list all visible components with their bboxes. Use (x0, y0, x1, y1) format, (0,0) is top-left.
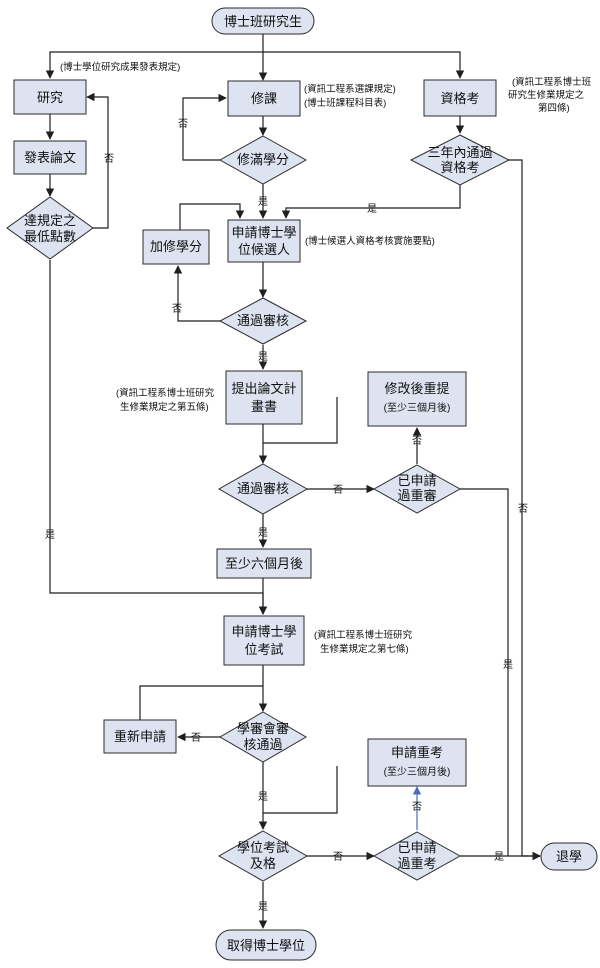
extra-credits-label: 加修學分 (150, 239, 202, 254)
course-box: 修課 (227, 80, 301, 117)
exam-pass-label-1: 學位考試 (237, 840, 289, 855)
label-yes-credits: 是 (258, 196, 268, 208)
extra-credits-box: 加修學分 (142, 229, 210, 265)
apply-exam-box: 申請博士學 位考試 (223, 615, 305, 666)
note-qual-rule-2: 研究生修業規定之 (508, 89, 585, 101)
rule-notes: (博士學位研究成果發表規定) (資訊工程系選課規定) (博士班課程科目表) (資… (60, 61, 592, 655)
reapply-box: 重新申請 (103, 719, 177, 754)
note-course-rule-1: (資訊工程系選課規定) (304, 83, 396, 95)
revise-box: 修改後重提 (至少三個月後) (367, 371, 467, 427)
label-yes-reapplied2: 是 (494, 851, 504, 863)
exam-pass-label-2: 及格 (250, 856, 276, 871)
retake-label-1: 申請重考 (391, 745, 443, 760)
qual-pass-label-1: 三年內通過 (427, 145, 492, 160)
note-course-rule-2: (博士班課程科目表) (304, 97, 386, 109)
review2-label: 通過審核 (237, 481, 289, 496)
apply-candidate-label-1: 申請博士學 (231, 225, 296, 240)
expel-label: 退學 (556, 849, 582, 864)
reapplied2-label-2: 過重考 (397, 856, 436, 871)
meet-min-label-1: 達規定之 (24, 213, 76, 228)
course-label: 修課 (251, 91, 277, 106)
note-exam-rule-2: 生修業規定之第七條) (320, 643, 409, 655)
publish-label: 發表論文 (24, 150, 76, 165)
review1-label: 通過審核 (237, 313, 289, 328)
committee-decision: 學審會審 核通過 (219, 711, 307, 763)
note-research-rule: (博士學位研究成果發表規定) (60, 61, 180, 73)
degree-node: 取得博士學位 (215, 929, 317, 961)
label-yes-reapplied1: 是 (503, 659, 513, 671)
note-candidate-rule: (博士候選人資格考核實施要點) (305, 235, 435, 247)
label-yes-meet-min: 是 (45, 529, 55, 541)
six-months-box: 至少六個月後 (216, 548, 312, 579)
reapplied2-label-1: 已申請 (397, 840, 436, 855)
reapply-label: 重新申請 (114, 729, 166, 744)
review2-decision: 通過審核 (217, 463, 309, 515)
reapplied1-label-1: 已申請 (397, 473, 436, 488)
committee-label-1: 學審會審 (237, 721, 289, 736)
note-qual-rule-1: (資訊工程系博士班 (512, 76, 592, 88)
branch-labels: 否 否 是 是 否 是 否 否 否 是 是 是 否 是 否 否 是 是 (45, 118, 528, 913)
apply-candidate-box: 申請博士學 位候選人 (227, 219, 301, 263)
revise-label-1: 修改後重提 (384, 381, 449, 396)
note-qual-rule-3: 第四條) (538, 102, 570, 114)
research-box: 研究 (13, 79, 87, 115)
credits-done-decision: 修滿學分 (218, 135, 308, 185)
label-no-exam: 否 (333, 851, 343, 863)
retake-label-2: (至少三個月後) (384, 765, 451, 778)
apply-exam-label-1: 申請博士學 (231, 624, 296, 639)
note-exam-rule-1: (資訊工程系博士班研究 (314, 629, 413, 641)
retake-box: 申請重考 (至少三個月後) (367, 738, 467, 787)
qual-pass-decision: 三年內通過 資格考 (409, 134, 511, 186)
label-no-credits: 否 (178, 118, 188, 130)
label-no-qual: 否 (518, 503, 528, 515)
exam-pass-decision: 學位考試 及格 (217, 830, 309, 882)
credits-done-label: 修滿學分 (237, 152, 289, 167)
publish-box: 發表論文 (13, 140, 87, 175)
apply-candidate-label-2: 位候選人 (238, 242, 290, 257)
expel-node: 退學 (540, 842, 598, 871)
label-yes-qual: 是 (367, 203, 377, 215)
committee-label-2: 核通過 (243, 737, 282, 752)
connectors (45, 34, 541, 929)
qual-pass-label-2: 資格考 (440, 160, 479, 175)
label-no-review2: 否 (333, 484, 343, 496)
start-label: 博士班研究生 (224, 14, 302, 29)
meet-min-label-2: 最低點數 (24, 229, 76, 244)
label-yes-committee: 是 (258, 791, 268, 803)
label-no-review1: 否 (172, 303, 182, 315)
proposal-box: 提出論文計 畫書 (225, 370, 303, 425)
qual-label: 資格考 (440, 91, 479, 106)
reapplied1-label-2: 過重審 (397, 488, 436, 503)
proposal-label-2: 畫書 (251, 399, 277, 414)
six-months-label: 至少六個月後 (225, 556, 303, 571)
reapplied2-decision: 已申請 過重考 (372, 831, 462, 881)
label-yes-exam: 是 (258, 901, 268, 913)
meet-min-decision: 達規定之 最低點數 (6, 196, 94, 260)
label-no-reapplied2: 否 (412, 801, 422, 813)
revise-label-2: (至少三個月後) (384, 401, 451, 414)
start-node: 博士班研究生 (211, 7, 315, 35)
research-label: 研究 (37, 90, 63, 105)
label-no-reapplied1: 否 (412, 435, 422, 447)
label-no-committee: 否 (191, 732, 201, 744)
label-yes-review2: 是 (258, 527, 268, 539)
reapplied1-decision: 已申請 過重審 (372, 464, 462, 514)
apply-exam-label-2: 位考試 (244, 642, 283, 657)
note-proposal-rule-1: (資訊工程系博士班研究 (116, 387, 215, 399)
degree-label: 取得博士學位 (227, 938, 305, 953)
qual-box: 資格考 (423, 79, 497, 117)
label-no-meet-min: 否 (104, 153, 114, 165)
proposal-label-1: 提出論文計 (231, 381, 296, 396)
label-yes-review1: 是 (258, 351, 268, 363)
review1-decision: 通過審核 (218, 297, 308, 345)
note-proposal-rule-2: 生修業規定之第五條) (120, 401, 209, 413)
